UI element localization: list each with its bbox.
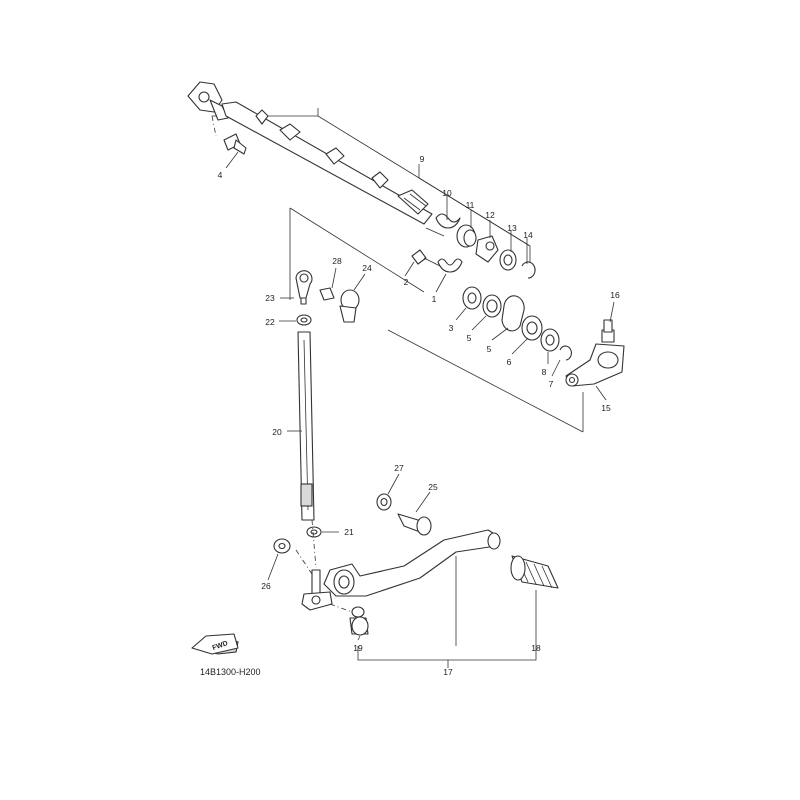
nut-21-washer-26 [273,526,322,554]
callout-8: 8 [542,367,547,377]
pivot-part-19 [349,606,369,636]
callout-1: 1 [432,294,437,304]
callout-22: 22 [265,317,275,327]
fwd-arrow-icon: FWD [191,633,239,655]
callout-27: 27 [394,463,404,473]
drawing-code: 14B1300-H200 [200,667,261,677]
callout-5a: 5 [467,333,472,343]
callout-5b: 5 [487,344,492,354]
rod-end-parts [295,270,360,326]
pedal-rubber-part-18 [510,555,559,589]
callout-16: 16 [610,290,620,300]
callout-numbers: 9 4 10 11 12 13 14 2 1 3 5 5 6 8 7 15 16… [218,154,620,677]
callout-6: 6 [507,357,512,367]
callout-23: 23 [265,293,275,303]
callout-10: 10 [442,188,452,198]
callout-9: 9 [420,154,425,164]
callout-17: 17 [443,667,453,677]
callout-leaders [267,164,615,646]
callout-7: 7 [549,379,554,389]
callout-15: 15 [601,403,611,413]
shift-shaft [187,81,433,225]
callout-25: 25 [428,482,438,492]
callout-21: 21 [344,527,354,537]
lower-dash-leaders [295,519,353,613]
bearing-stack [462,286,572,361]
callout-26: 26 [261,581,271,591]
callout-28: 28 [332,256,342,266]
callout-24: 24 [362,263,372,273]
change-pedal-part-17 [301,529,501,611]
shift-rod-part-20 [297,331,315,521]
callout-19: 19 [353,643,363,653]
callout-20: 20 [272,427,282,437]
callout-2: 2 [404,277,409,287]
bolt-part-4 [211,115,247,169]
callout-11: 11 [466,200,475,210]
callout-4: 4 [218,170,223,180]
shaft-small-parts [425,213,536,279]
callout-18: 18 [531,643,541,653]
callout-3: 3 [449,323,454,333]
callout-12: 12 [485,210,495,220]
callout-14: 14 [523,230,533,240]
callout-13: 13 [507,223,517,233]
washer-27-bolt-25 [376,493,432,536]
shift-arm-part-15 [565,319,625,387]
bolt-2-and-spring-1 [411,249,463,273]
